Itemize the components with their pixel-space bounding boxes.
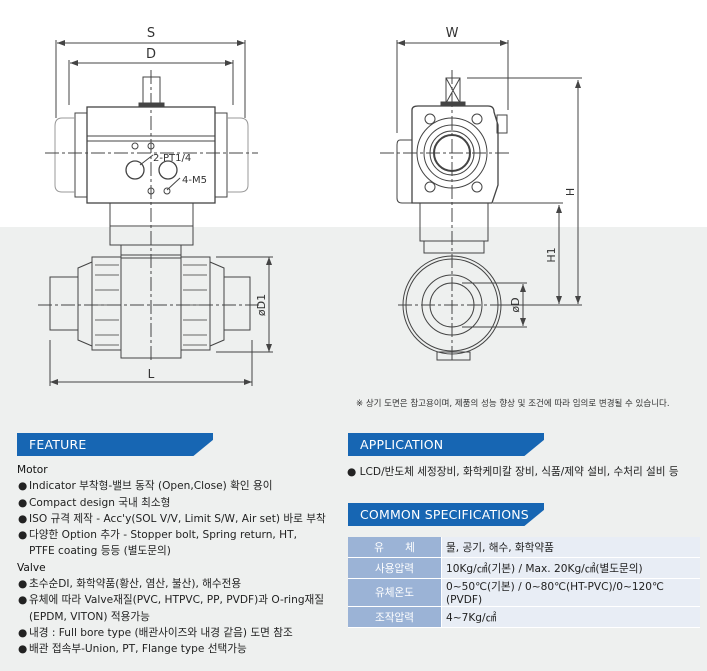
list-item: ●초수순DI, 화학약품(황산, 염산, 불산), 해수전용 — [18, 578, 242, 591]
motor-title: Motor — [17, 464, 48, 476]
list-item: ●Compact design 국내 최소형 — [18, 496, 171, 509]
specifications-header: COMMON SPECIFICATIONS — [348, 503, 544, 526]
side-view — [380, 40, 582, 362]
dim-w-label: W — [446, 26, 459, 41]
list-item: ●유체에 따라 Valve재질(PVC, HTPVC, PP, PVDF)과 O… — [18, 594, 325, 607]
list-item-continuation: (EPDM, VITON) 적용가능 — [29, 610, 150, 623]
dim-s-label: S — [147, 26, 155, 41]
front-view — [38, 40, 273, 386]
drawing-background — [0, 0, 707, 227]
list-item: ●Indicator 부착형-밸브 동작 (Open,Close) 확인 용이 — [18, 480, 273, 493]
valve-title: Valve — [17, 561, 46, 574]
list-item: ●내경 : Full bore type (배관사이즈와 내경 같음) 도면 참… — [18, 626, 293, 639]
dim-d-label: D — [146, 47, 156, 62]
dim-h1-label: H1 — [545, 247, 558, 262]
dim-l-label: L — [148, 367, 155, 381]
list-item-continuation: PTFE coating 등등 (별도문의) — [29, 545, 171, 558]
feature-section: Motor ●Indicator 부착형-밸브 동작 (Open,Close) … — [17, 462, 347, 658]
list-item: ●배관 접속부-Union, PT, Flange type 선택가능 — [18, 643, 247, 656]
bolt-label: 4-M5 — [182, 175, 207, 186]
application-header: APPLICATION — [348, 433, 544, 456]
list-item: ●다양한 Option 추가 - Stopper bolt, Spring re… — [18, 529, 297, 542]
application-item: ● LCD/반도체 세정장비, 화학케미칼 장비, 식품/제약 설비, 수처리 … — [347, 466, 679, 478]
technical-drawing: S D 2-PT1/4 4-M5 L øD1 W H H1 øD — [38, 26, 582, 386]
dim-d1-label: øD1 — [255, 294, 268, 316]
feature-header: FEATURE — [17, 433, 213, 456]
port-label: 2-PT1/4 — [153, 153, 191, 164]
list-item: ●ISO 규격 제작 - Acc'y(SOL V/V, Limit S/W, A… — [18, 512, 326, 525]
dim-h-label: H — [564, 188, 577, 196]
disclaimer-note: ※ 상기 도면은 참고용이며, 제품의 성능 향상 및 조건에 따라 임의로 변… — [356, 399, 670, 409]
dim-bore-label: øD — [509, 297, 522, 312]
